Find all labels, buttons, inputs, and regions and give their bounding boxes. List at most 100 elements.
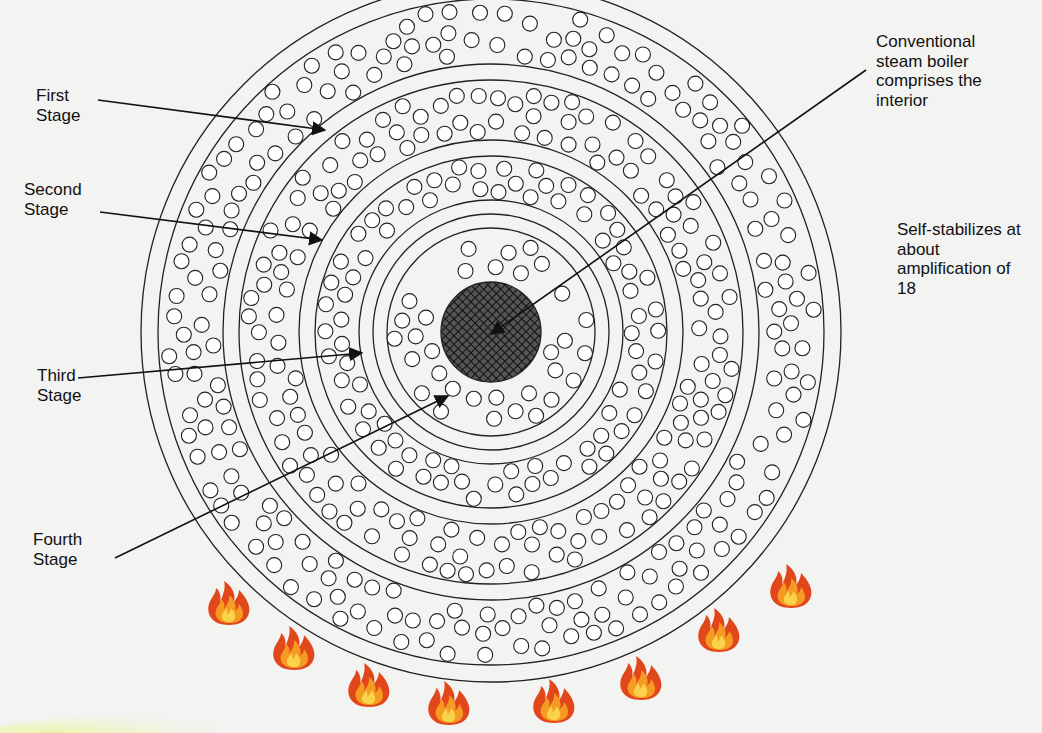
tube [602, 406, 617, 421]
tube [556, 456, 571, 471]
tube [208, 243, 223, 258]
tube [762, 169, 777, 184]
tube [508, 404, 523, 419]
tube [275, 435, 290, 450]
tube [659, 173, 674, 188]
tube [350, 501, 365, 516]
tube [470, 125, 485, 140]
tube [259, 107, 274, 122]
tube [549, 547, 564, 562]
tube [488, 477, 503, 492]
tube [523, 240, 538, 255]
tube [331, 183, 346, 198]
tube [601, 206, 616, 221]
tube [534, 256, 549, 271]
tube [265, 84, 280, 99]
tube [535, 641, 550, 656]
tube [241, 309, 256, 324]
tube [444, 459, 459, 474]
tube [561, 115, 576, 130]
tube [561, 178, 576, 193]
ring-wall [158, 0, 824, 665]
tube [609, 621, 624, 636]
tube [772, 302, 787, 317]
tube [346, 270, 361, 285]
tube [729, 475, 744, 490]
tube [582, 60, 597, 75]
tube [594, 504, 609, 519]
tube [413, 109, 428, 124]
tube [718, 388, 733, 403]
tube [395, 99, 410, 114]
tube [549, 600, 564, 615]
tube [501, 245, 516, 260]
tube [582, 459, 597, 474]
tube [499, 559, 514, 574]
tube [726, 134, 741, 149]
tube [399, 200, 414, 215]
tube [712, 517, 727, 532]
tube [612, 382, 627, 397]
tube [358, 251, 373, 266]
tube [800, 375, 815, 390]
tube [775, 255, 790, 270]
tube [710, 160, 725, 175]
tube [599, 28, 614, 43]
tube [268, 535, 283, 550]
tube [410, 511, 425, 526]
tube [775, 341, 790, 356]
tube [361, 404, 376, 419]
tube [795, 341, 810, 356]
tube [738, 155, 753, 170]
ring-wall [315, 156, 667, 508]
tube [330, 589, 345, 604]
tube [605, 115, 620, 130]
tube [283, 580, 298, 595]
tube [455, 474, 470, 489]
tube [660, 227, 675, 242]
tube [697, 432, 712, 447]
tube [495, 621, 510, 636]
tube [642, 569, 657, 584]
tube [757, 253, 772, 268]
tube [222, 420, 237, 435]
tube [365, 213, 380, 228]
tube [615, 46, 630, 61]
tube [351, 476, 366, 491]
tube [696, 503, 711, 518]
tube [274, 265, 289, 280]
tube [202, 287, 217, 302]
tube [743, 192, 758, 207]
tube [419, 633, 434, 648]
ring-wall [299, 140, 683, 524]
tube [359, 132, 374, 147]
tube [806, 302, 821, 317]
stage-label: First Stage [36, 86, 98, 125]
ring-wall [359, 200, 623, 464]
tube [693, 113, 708, 128]
tube [290, 191, 305, 206]
tube [544, 95, 559, 110]
tube [561, 50, 576, 65]
tube [310, 487, 325, 502]
tube [367, 621, 382, 636]
tube [449, 88, 464, 103]
tube [334, 373, 349, 388]
tube [579, 313, 594, 328]
tube [692, 321, 707, 336]
tube [198, 420, 213, 435]
tube [513, 266, 528, 281]
tube [571, 534, 586, 549]
tube [537, 130, 552, 145]
tube [522, 16, 537, 31]
tube [347, 572, 362, 587]
tube [694, 410, 709, 425]
tube [722, 290, 737, 305]
tube [249, 122, 264, 137]
tube [194, 317, 209, 332]
tube [713, 266, 728, 281]
tube [676, 261, 691, 276]
tube [764, 212, 779, 227]
tube [388, 608, 403, 623]
tube [434, 404, 449, 419]
